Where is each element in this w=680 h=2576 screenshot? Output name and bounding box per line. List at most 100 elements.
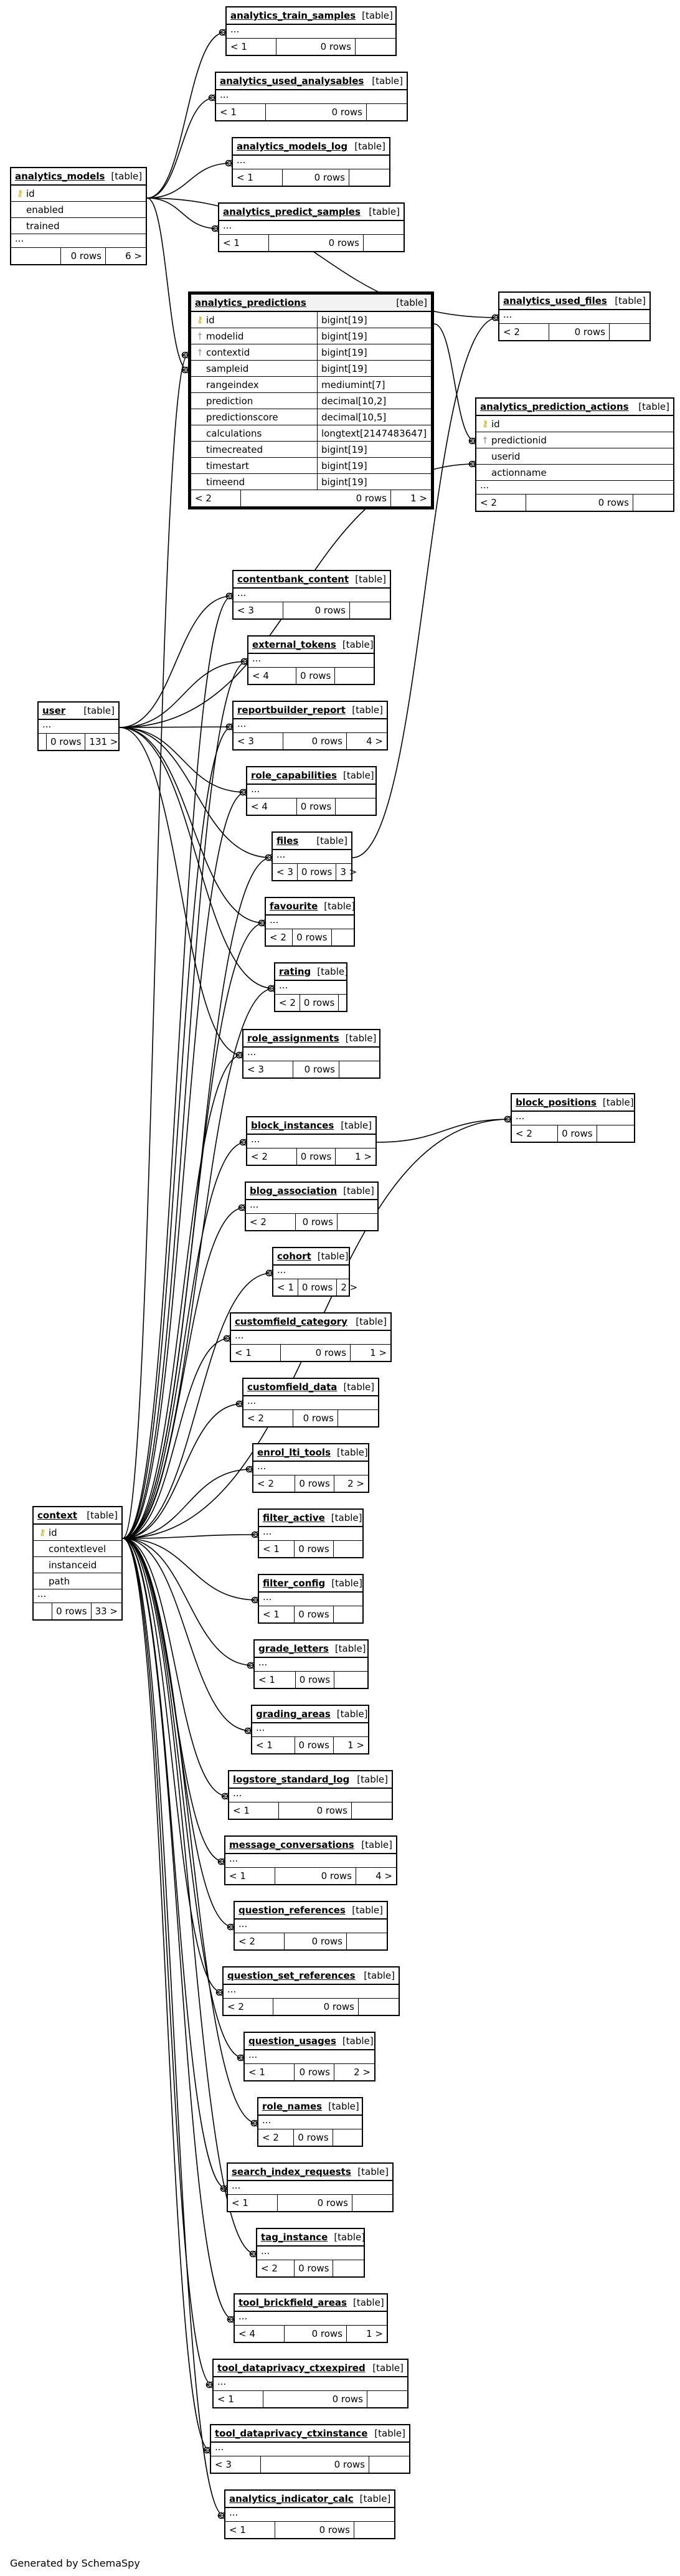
table-name[interactable]: grading_areas <box>256 1708 331 1720</box>
parents-link[interactable]: < 1 <box>252 1737 295 1753</box>
parents-link[interactable]: < 2 <box>246 1214 296 1230</box>
column-row[interactable]: †predictionid <box>476 432 673 448</box>
children-link[interactable] <box>334 1541 362 1557</box>
column-row[interactable]: trained <box>11 218 146 234</box>
table-name[interactable]: analytics_indicator_calc <box>229 2493 354 2504</box>
table-name[interactable]: customfield_data <box>247 1381 338 1393</box>
parents-link[interactable]: < 1 <box>255 1672 296 1688</box>
column-row[interactable]: userid <box>476 448 673 465</box>
table-name[interactable]: tool_dataprivacy_ctxexpired <box>217 2362 366 2374</box>
column-row[interactable]: contextlevel <box>34 1541 121 1557</box>
table-name[interactable]: user <box>42 705 66 716</box>
children-link[interactable] <box>334 1672 367 1688</box>
children-link[interactable] <box>369 2456 409 2473</box>
parents-link[interactable]: < 1 <box>228 2195 278 2211</box>
children-link[interactable] <box>335 668 374 684</box>
children-link[interactable]: 2 > <box>354 2067 371 2078</box>
parents-link[interactable]: < 1 <box>233 169 283 186</box>
table-name[interactable]: cohort <box>277 1251 311 1262</box>
parents-link[interactable] <box>11 248 61 264</box>
table-name[interactable]: tool_brickfield_areas <box>238 2297 347 2308</box>
column-row[interactable]: ⚷id <box>11 186 146 202</box>
table-name[interactable]: files <box>276 835 299 846</box>
parents-link[interactable]: < 2 <box>258 2129 295 2146</box>
table-name[interactable]: tag_instance <box>261 2232 328 2243</box>
parents-link[interactable]: < 3 <box>243 1061 293 1077</box>
parents-link[interactable]: < 2 <box>266 929 293 945</box>
children-link[interactable]: 1 > <box>410 493 427 504</box>
parents-link[interactable]: < 1 <box>225 1868 275 1884</box>
table-name[interactable]: customfield_category <box>235 1316 347 1327</box>
children-link[interactable] <box>367 104 407 120</box>
parents-link[interactable]: < 2 <box>476 495 526 511</box>
parents-link[interactable]: < 2 <box>191 490 241 506</box>
children-link[interactable]: 131 > <box>89 736 118 747</box>
parents-link[interactable]: < 2 <box>235 1933 285 1949</box>
table-name[interactable]: analytics_predictions <box>195 297 306 308</box>
children-link[interactable]: 4 > <box>375 1870 392 1882</box>
children-link[interactable] <box>332 929 354 945</box>
parents-link[interactable]: < 1 <box>273 1279 298 1295</box>
parents-link[interactable]: < 3 <box>211 2456 261 2473</box>
column-row[interactable]: ⚷id <box>476 416 673 432</box>
table-name[interactable]: filter_active <box>263 1512 325 1523</box>
parents-link[interactable]: < 2 <box>499 324 549 340</box>
children-link[interactable] <box>350 602 390 618</box>
table-analytics-prediction-actions[interactable]: analytics_prediction_actions[table]⚷id†p… <box>475 397 674 512</box>
table-name[interactable]: logstore_standard_log <box>233 1774 350 1785</box>
parents-link[interactable]: < 1 <box>245 2064 295 2080</box>
parents-link[interactable]: < 1 <box>259 1541 295 1557</box>
parents-link[interactable]: < 2 <box>253 1475 296 1492</box>
children-link[interactable] <box>597 1125 634 1142</box>
parents-link[interactable]: < 3 <box>273 864 298 880</box>
table-name[interactable]: role_assignments <box>247 1033 339 1044</box>
children-link[interactable] <box>367 2391 407 2407</box>
table-name[interactable]: search_index_requests <box>232 2166 351 2177</box>
parents-link[interactable]: < 3 <box>234 733 283 749</box>
children-link[interactable] <box>352 1802 392 1819</box>
children-link[interactable] <box>633 495 673 511</box>
children-link[interactable] <box>338 1214 377 1230</box>
table-name[interactable]: block_instances <box>251 1120 334 1131</box>
parents-link[interactable]: < 1 <box>229 1802 279 1819</box>
column-row[interactable]: ⚷id <box>34 1525 121 1541</box>
parents-link[interactable]: < 2 <box>275 995 300 1011</box>
table-name[interactable]: question_references <box>238 1905 346 1916</box>
children-link[interactable] <box>610 324 649 340</box>
table-name[interactable]: analytics_prediction_actions <box>480 401 629 412</box>
children-link[interactable] <box>333 2260 364 2276</box>
parents-link[interactable]: < 1 <box>216 104 266 120</box>
table-name[interactable]: question_set_references <box>227 1970 356 1981</box>
children-link[interactable] <box>359 1999 399 2015</box>
children-link[interactable]: 1 > <box>370 1347 387 1358</box>
children-link[interactable] <box>336 798 375 815</box>
children-link[interactable]: 3 > <box>340 866 357 878</box>
table-name[interactable]: external_tokens <box>252 639 336 650</box>
